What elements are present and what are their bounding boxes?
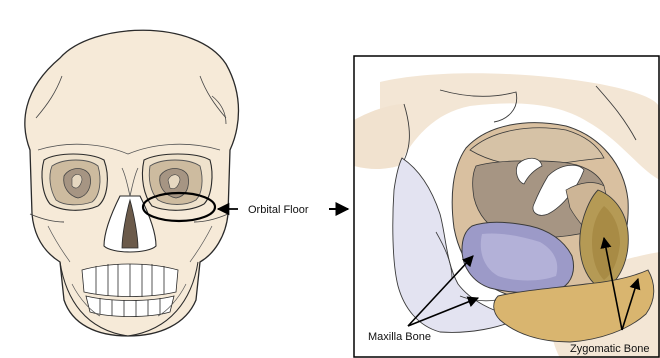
zygomatic-bone-label: Zygomatic Bone [570,343,649,355]
skull-illustration [25,30,239,336]
maxilla-bone-label: Maxilla Bone [368,331,431,343]
orbit-inset [354,56,660,358]
orbital-floor-label: Orbital Floor [248,204,309,216]
upper-teeth [82,264,178,297]
